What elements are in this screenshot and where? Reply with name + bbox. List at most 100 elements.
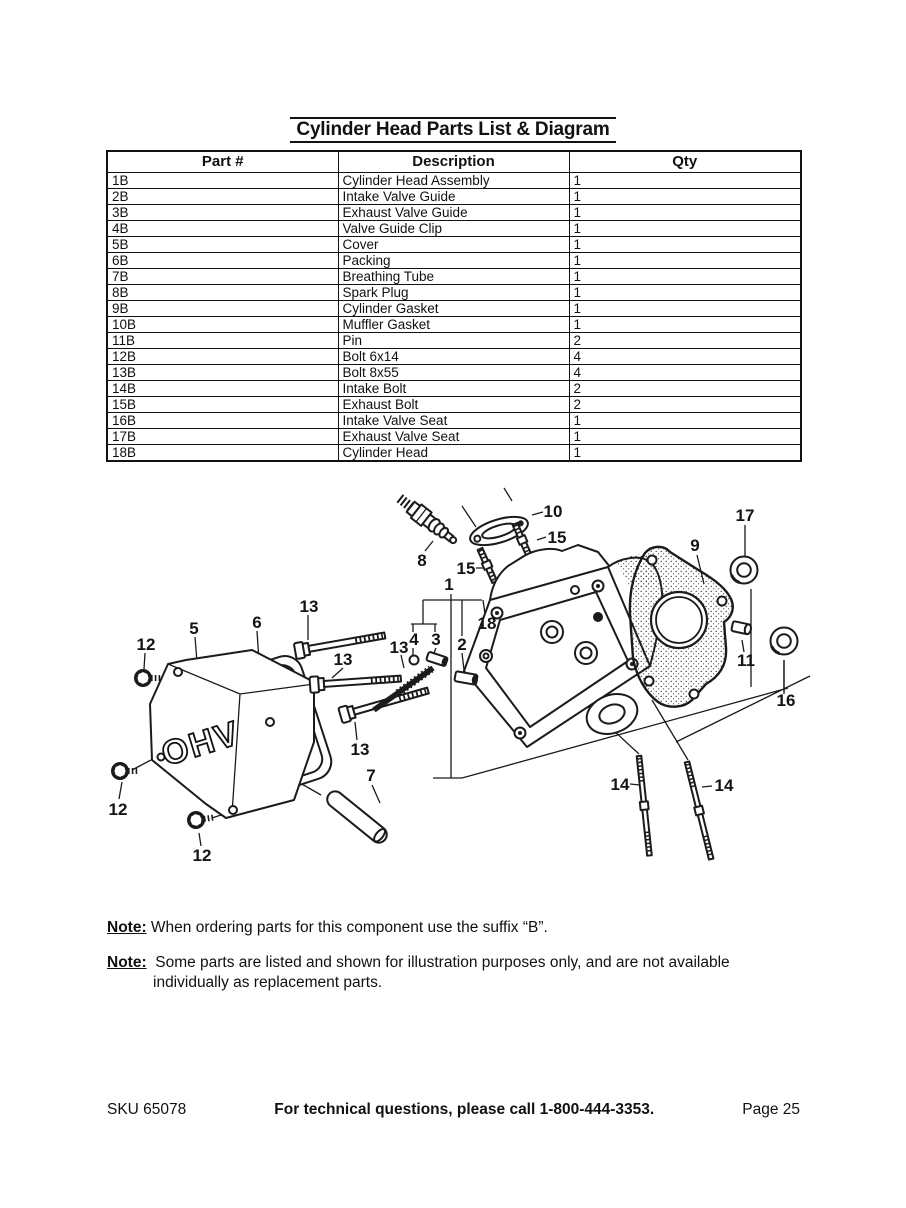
callout-5: 5 <box>189 619 198 638</box>
cylinder-gasket-drawing <box>628 545 734 708</box>
callout-14-right: 14 <box>715 776 734 795</box>
qty-cell: 1 <box>568 172 802 189</box>
bolt-8x55-drawing <box>309 671 401 693</box>
part-cell: 18B <box>106 444 339 462</box>
callout-16: 16 <box>777 691 796 710</box>
callout-14-left: 14 <box>611 775 630 794</box>
callout-4: 4 <box>409 630 419 649</box>
part-cell: 16B <box>106 412 339 429</box>
bolt-6x14-drawing <box>187 809 216 829</box>
qty-cell: 4 <box>568 364 802 381</box>
qty-cell: 1 <box>568 412 802 429</box>
cylinder-head-drawing <box>463 544 664 748</box>
pin-drawing <box>730 620 752 636</box>
callout-2: 2 <box>457 635 466 654</box>
callout-3: 3 <box>431 630 440 649</box>
breathing-tube-drawing <box>326 790 388 844</box>
desc-cell: Packing <box>337 252 570 269</box>
desc-cell: Muffler Gasket <box>337 316 570 333</box>
note-label: Note: <box>107 954 147 971</box>
callout-1: 1 <box>444 575 453 594</box>
callout-18: 18 <box>478 614 497 633</box>
callout-17: 17 <box>736 506 755 525</box>
desc-cell: Valve Guide Clip <box>337 220 570 237</box>
part-cell: 6B <box>106 252 339 269</box>
qty-cell: 4 <box>568 348 802 365</box>
exhaust-valve-seat-drawing <box>729 555 759 585</box>
cover-ohv-text: OHV <box>157 714 244 774</box>
note-text: When ordering parts for this component u… <box>150 919 548 936</box>
valve-guide-clip-drawing <box>408 654 420 666</box>
part-cell: 11B <box>106 332 339 349</box>
qty-cell: 1 <box>568 252 802 269</box>
page-footer: SKU 65078 For technical questions, pleas… <box>107 1101 800 1119</box>
leader-lines <box>118 487 811 847</box>
callouts: 10 15 17 8 15 9 1 13 6 5 12 13 4 3 2 18 … <box>109 502 796 865</box>
page-title: Cylinder Head Parts List & Diagram <box>290 117 616 143</box>
intake-bolt-drawing <box>635 756 653 856</box>
qty-cell: 2 <box>568 396 802 413</box>
qty-cell: 1 <box>568 188 802 205</box>
qty-cell: 1 <box>568 268 802 285</box>
part-cell: 5B <box>106 236 339 253</box>
qty-cell: 1 <box>568 300 802 317</box>
note-illustration: Note: Some parts are listed and shown fo… <box>107 953 773 993</box>
qty-cell: 1 <box>568 220 802 237</box>
desc-cell: Spark Plug <box>337 284 570 301</box>
note-ordering: Note: When ordering parts for this compo… <box>107 918 767 938</box>
note-text: Some parts are listed and shown for illu… <box>153 954 730 991</box>
desc-cell: Exhaust Valve Seat <box>337 428 570 445</box>
callout-12-a: 12 <box>137 635 156 654</box>
intake-valve-seat-drawing <box>769 626 799 656</box>
callout-8: 8 <box>417 551 426 570</box>
exhaust-valve-guide-drawing <box>425 651 449 667</box>
part-cell: 2B <box>106 188 339 205</box>
col-header-part: Part # <box>106 150 339 173</box>
desc-cell: Intake Valve Guide <box>337 188 570 205</box>
spark-plug-drawing <box>396 494 458 545</box>
valve-cover-drawing: OHV <box>149 649 315 819</box>
exhaust-bolt-a-drawing <box>511 522 533 558</box>
part-cell: 4B <box>106 220 339 237</box>
desc-cell: Cylinder Head <box>337 444 570 462</box>
desc-cell: Bolt 8x55 <box>337 364 570 381</box>
callout-7: 7 <box>366 766 375 785</box>
intake-bolt-drawing <box>683 761 715 860</box>
qty-cell: 1 <box>568 204 802 221</box>
qty-cell: 2 <box>568 380 802 397</box>
qty-cell: 1 <box>568 284 802 301</box>
qty-cell: 1 <box>568 316 802 333</box>
part-cell: 10B <box>106 316 339 333</box>
desc-cell: Bolt 6x14 <box>337 348 570 365</box>
desc-cell: Cylinder Head Assembly <box>337 172 570 189</box>
callout-15-left: 15 <box>457 559 476 578</box>
sku-label: SKU 65078 <box>107 1101 187 1118</box>
desc-cell: Intake Valve Seat <box>337 412 570 429</box>
bolt-6x14-drawing <box>112 763 139 779</box>
muffler-gasket-drawing <box>469 515 529 547</box>
title-block: Cylinder Head Parts List & Diagram <box>0 117 906 143</box>
callout-13-a: 13 <box>300 597 319 616</box>
part-cell: 12B <box>106 348 339 365</box>
support-phone-text: For technical questions, please call 1-8… <box>274 1101 655 1118</box>
qty-cell: 1 <box>568 428 802 445</box>
part-cell: 7B <box>106 268 339 285</box>
callout-13-d: 13 <box>351 740 370 759</box>
